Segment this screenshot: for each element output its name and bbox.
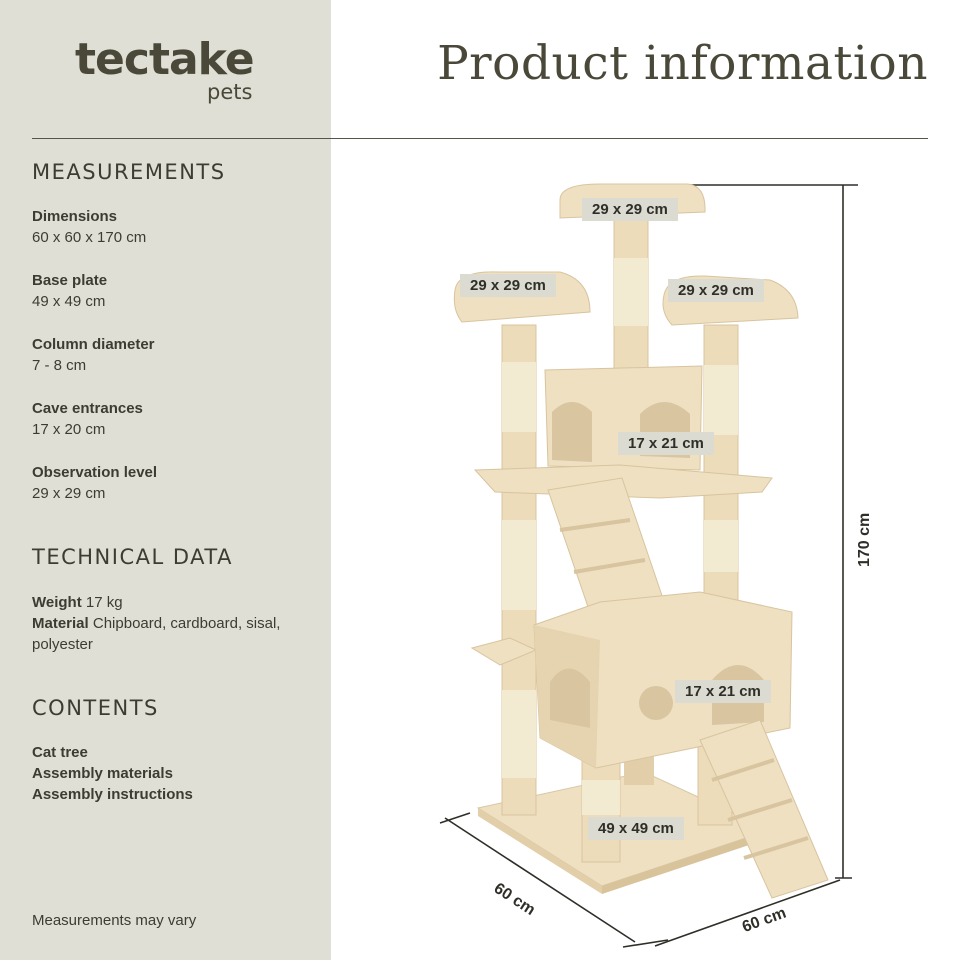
top-platform-label: 29 x 29 cm — [582, 198, 678, 221]
contents-list: Cat tree Assembly materials Assembly ins… — [32, 742, 193, 805]
contents-item: Assembly materials — [32, 765, 173, 782]
spec-label: Base plate — [32, 272, 108, 289]
spec-base-plate: Base plate 49 x 49 cm — [32, 270, 107, 312]
spec-label: Observation level — [32, 464, 158, 481]
measurements-heading: MEASUREMENTS — [32, 160, 226, 184]
lower-cave-label: 17 x 21 cm — [675, 680, 771, 703]
brand-name: tectake — [75, 34, 255, 85]
contents-heading: CONTENTS — [32, 696, 159, 720]
depth-dimension-line — [439, 812, 669, 948]
upper-cave-label: 17 x 21 cm — [618, 432, 714, 455]
cat-tree-illustration — [439, 183, 858, 948]
right-platform-label: 29 x 29 cm — [668, 279, 764, 302]
weight-value: 17 kg — [85, 594, 123, 611]
contents-item: Cat tree — [32, 744, 88, 761]
spec-value: 49 x 49 cm — [32, 293, 106, 310]
height-label: 170 cm — [856, 512, 873, 567]
spec-value: 29 x 29 cm — [32, 485, 106, 502]
left-platform-label: 29 x 29 cm — [460, 274, 556, 297]
material-label: Material — [32, 615, 89, 632]
width-dimension-line — [654, 879, 841, 947]
spec-label: Column diameter — [32, 336, 155, 353]
center-post — [613, 219, 649, 371]
spec-column-diameter: Column diameter 7 - 8 cm — [32, 334, 155, 376]
spec-dimensions: Dimensions 60 x 60 x 170 cm — [32, 206, 146, 248]
technical-heading: TECHNICAL DATA — [32, 545, 233, 569]
base-plate-label: 49 x 49 cm — [588, 817, 684, 840]
footnote: Measurements may vary — [32, 912, 197, 929]
lower-ramp — [699, 719, 829, 899]
info-sidebar: tectake pets MEASUREMENTS Dimensions 60 … — [0, 0, 331, 960]
page-title: Product information — [437, 36, 928, 91]
spec-value: 60 x 60 x 170 cm — [32, 229, 147, 246]
spec-cave-entrances: Cave entrances 17 x 20 cm — [32, 398, 143, 440]
right-post — [703, 324, 739, 611]
spec-observation-level: Observation level 29 x 29 cm — [32, 462, 157, 504]
weight-label: Weight — [32, 594, 82, 611]
spec-label: Cave entrances — [32, 400, 143, 417]
brand-logo: tectake pets — [75, 34, 275, 105]
spec-label: Dimensions — [32, 208, 118, 225]
left-post — [501, 324, 537, 816]
brand-sub: pets — [207, 80, 253, 104]
material-value: Chipboard, cardboard, sisal, polyester — [32, 615, 281, 653]
technical-data: Weight 17 kg Material Chipboard, cardboa… — [32, 592, 302, 655]
divider — [32, 138, 928, 139]
spec-value: 7 - 8 cm — [32, 357, 87, 374]
spec-value: 17 x 20 cm — [32, 421, 106, 438]
contents-item: Assembly instructions — [32, 786, 193, 803]
